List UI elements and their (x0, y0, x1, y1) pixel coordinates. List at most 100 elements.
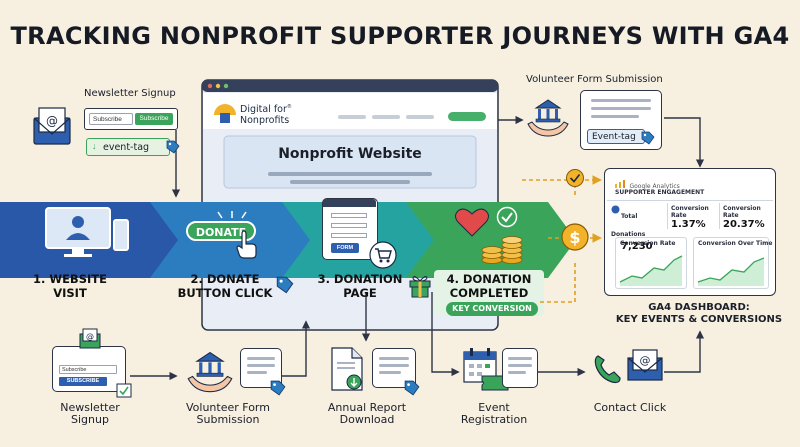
ga-caption-line2: KEY EVENTS & CONVERSIONS (615, 314, 783, 325)
dollar-coin-icon: $ (561, 223, 589, 251)
svg-text:@: @ (86, 332, 94, 341)
stage-4-line2: COMPLETED (449, 286, 529, 300)
logo-line1: Digital for (240, 104, 287, 116)
newsletter-top-label: Newsletter Signup (84, 88, 176, 99)
key-conversion-badge: KEY CONVERSION (446, 302, 538, 316)
donor-icon (611, 205, 620, 214)
stage-2-line2: BUTTON CLICK (177, 286, 273, 300)
ga-chart-1-title: Conversion Rate (620, 240, 676, 247)
ga-metric-1: Total Donations 7,230 (611, 205, 663, 252)
tag-icon (270, 380, 286, 396)
check-badge-icon (566, 169, 584, 187)
hands-bank-icon (187, 351, 233, 393)
arrow-down-icon: ↓ (92, 141, 97, 151)
logo-text: Digital for® Nonprofits (240, 102, 292, 126)
ga-chart-1: Conversion Rate (615, 237, 687, 289)
svg-text:@: @ (640, 354, 651, 367)
ga-metric-1-value: 7,230 (621, 241, 653, 252)
ga-section: SUPPORTER ENGAGEMENT (615, 189, 705, 196)
tag-icon (166, 140, 180, 159)
calendar-check-icon (116, 383, 132, 398)
ga-dashboard: Google Analytics SUPPORTER ENGAGEMENT To… (604, 168, 776, 296)
newsletter-top-form: Subscribe Subscribe (84, 108, 178, 130)
mail-icon: @ (33, 107, 71, 145)
stage-2-label: 2. DONATE BUTTON CLICK (170, 272, 280, 300)
gift-icon (409, 276, 431, 298)
stage-3-label: 3. DONATION PAGE (312, 272, 408, 300)
ga-chart-2-title: Conversion Over Time (698, 240, 773, 247)
ga-brand: Google Analytics (615, 175, 680, 193)
mail-icon: @ (627, 349, 663, 381)
website-heading: Nonprofit Website (278, 146, 422, 162)
donate-button[interactable]: DONATE (186, 221, 256, 241)
tag-icon (276, 276, 294, 294)
hands-bank-icon (527, 99, 569, 137)
svg-text:@: @ (46, 114, 58, 128)
volunteer-form-card: Event-tag (580, 90, 662, 150)
event-tag-top-left: ↓ event-tag (86, 138, 180, 156)
ga-metric-3-label: Conversion Rate (723, 205, 761, 219)
coin-stack-icon (481, 236, 523, 264)
event-tag-top-right: Event-tag (587, 129, 645, 144)
ga-chart-2-area (697, 257, 765, 286)
hand-cursor-icon (236, 230, 257, 259)
ga-metric-2: Conversion Rate 1.37% (671, 205, 723, 230)
monitor-user-icon (45, 207, 129, 257)
event-line1: Event (478, 401, 510, 414)
logo-superscript: ® (286, 104, 292, 110)
newsletter-bottom-line2: Signup (71, 413, 109, 426)
newsletter-bottom-label: Newsletter Signup (40, 402, 140, 426)
event-form (502, 348, 538, 388)
stage-4-label: 4. DONATION COMPLETED (436, 272, 542, 300)
volunteer-bottom-line2: Submission (196, 413, 260, 426)
event-line2: Registration (460, 413, 528, 426)
subscribe-input-bottom[interactable]: Subscribe (59, 365, 117, 374)
volunteer-bottom-label: Volunteer Form Submission (168, 402, 288, 426)
volunteer-bottom-line1: Volunteer Form (186, 401, 270, 414)
ga-brand-text: Google Analytics (629, 183, 680, 190)
logo-line2: Nonprofits (240, 115, 290, 127)
ga-metric-1-label: Total Donations (611, 213, 646, 238)
ga-metric-2-label: Conversion Rate (671, 205, 709, 219)
stage-3-line2: PAGE (343, 286, 377, 300)
ga-caption: GA4 DASHBOARD: KEY EVENTS & CONVERSIONS (614, 302, 784, 326)
logo-icon (214, 104, 236, 123)
svg-text:$: $ (569, 228, 580, 247)
check-circle-icon (496, 206, 518, 228)
click-sparks-icon (217, 211, 247, 219)
newsletter-bottom-card: Subscribe SUBSCRIBE (52, 346, 126, 392)
page-title: TRACKING NONPROFIT SUPPORTER JOURNEYS WI… (10, 22, 790, 50)
event-tag-text: event-tag (103, 142, 150, 153)
ga-metric-3: Conversion Rate 20.37% (723, 205, 775, 230)
form-button[interactable]: FORM (331, 243, 359, 253)
stage-2-line1: 2. DONATE (190, 272, 260, 286)
cart-icon (369, 241, 397, 269)
volunteer-top-label: Volunteer Form Submission (526, 74, 663, 85)
newsletter-bottom-line1: Newsletter (60, 401, 120, 414)
annual-report-line1: Annual Report (327, 401, 407, 414)
annual-report-label: Annual Report Download (312, 402, 422, 426)
heart-icon (455, 208, 489, 237)
stage-4-line1: 4. DONATION (446, 272, 532, 286)
subscribe-input[interactable]: Subscribe (89, 113, 133, 125)
stage-1-label: 1. WEBSITE VISIT (20, 272, 120, 300)
ga-chart-2: Conversion Over Time (693, 237, 773, 289)
subscribe-button-bottom[interactable]: SUBSCRIBE (59, 377, 107, 386)
annual-report-line2: Download (339, 413, 395, 426)
analytics-icon (615, 179, 625, 188)
tag-icon (404, 380, 420, 396)
phone-icon (594, 355, 621, 384)
ga-caption-line1: GA4 DASHBOARD: (648, 302, 750, 313)
subscribe-button[interactable]: Subscribe (135, 113, 173, 125)
document-download-icon (331, 347, 363, 391)
stage-3-line1: 3. DONATION (317, 272, 403, 286)
stage-1-line1: 1. WEBSITE (33, 272, 107, 286)
mail-icon: @ (79, 328, 101, 349)
ga-metric-3-value: 20.37% (723, 219, 765, 230)
tag-icon (641, 131, 655, 145)
ga-chart-1-area (619, 255, 683, 286)
donation-form-card: FORM (322, 198, 378, 260)
event-registration-label: Event Registration (444, 402, 544, 426)
annual-report-form (372, 348, 416, 388)
ga-metric-2-value: 1.37% (671, 219, 706, 230)
